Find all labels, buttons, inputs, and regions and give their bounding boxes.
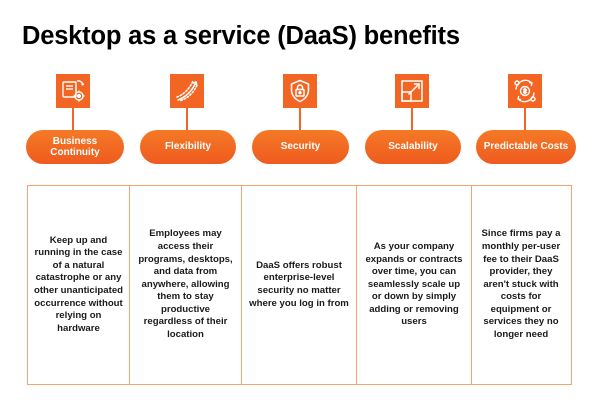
- benefit-label: Security: [252, 130, 349, 164]
- flexible-curve-icon: [170, 74, 204, 108]
- benefits-description-table: Keep up and running in the case of a nat…: [27, 185, 572, 385]
- expand-arrow-icon: [395, 74, 429, 108]
- benefit-label: Predictable Costs: [476, 130, 576, 164]
- connector-line: [524, 108, 526, 130]
- benefit-label-text: Flexibility: [164, 141, 212, 153]
- connector-line: [186, 108, 188, 130]
- benefit-description-business-continuity: Keep up and running in the case of a nat…: [34, 234, 124, 334]
- benefit-label-text: Business Continuity: [50, 135, 100, 159]
- benefit-label-text: Security: [280, 141, 321, 153]
- benefit-description-predictable-costs: Since firms pay a monthly per-user fee t…: [471, 186, 570, 384]
- cost-cycle-icon: [508, 74, 542, 108]
- benefit-label: Flexibility: [140, 130, 236, 164]
- benefit-description-flexibility: Employees may access their programs, des…: [129, 186, 241, 384]
- connector-line: [72, 108, 74, 130]
- connector-line: [411, 108, 413, 130]
- page-title: Desktop as a service (DaaS) benefits: [22, 22, 460, 50]
- gear-cycle-icon: [56, 74, 90, 108]
- benefit-label-text: Scalability: [388, 141, 438, 153]
- benefit-label-text: Predictable Costs: [483, 141, 569, 153]
- benefit-description-security: DaaS offers robust enterprise-level secu…: [241, 186, 356, 384]
- benefit-label: Business Continuity: [26, 130, 124, 164]
- shield-lock-icon: [283, 74, 317, 108]
- connector-line: [299, 108, 301, 130]
- benefit-description-scalability: As your company expands or contracts ove…: [356, 186, 471, 384]
- benefit-label: Scalability: [365, 130, 461, 164]
